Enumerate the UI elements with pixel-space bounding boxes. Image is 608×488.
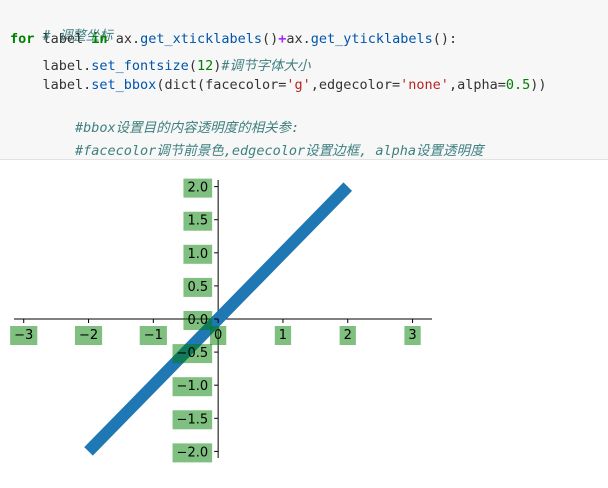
code-string: 'none' [400, 77, 449, 93]
y-tick-label-box [172, 410, 213, 430]
code-text: ( [188, 58, 197, 74]
y-tick-label: −1.0 [177, 379, 209, 394]
plot-output: −3 −2 −1 0 1 2 3 −2.0 −1.5 −1.0 −0.5 0.0 0.5 1.0 1.5 2.… [0, 160, 608, 483]
code-number: 12 [196, 58, 214, 74]
x-tick-label: −1 [144, 328, 163, 343]
code-text: ax. [286, 31, 311, 47]
y-tick-label-box [183, 277, 213, 297]
code-text: (): [432, 31, 458, 47]
code-text: () [262, 31, 279, 47]
code-text: label. [10, 58, 92, 74]
y-tick-label: 2.0 [187, 181, 208, 196]
x-tick-label: 2 [344, 328, 352, 343]
code-text: ,edgecolor= [310, 77, 401, 93]
x-tick-label-box [339, 326, 356, 345]
code-line-2: for label in ax.get_xticklabels()+ax.get… [10, 31, 457, 47]
x-tick-label: −3 [14, 328, 33, 343]
code-function: get_yticklabels [310, 31, 433, 47]
y-tick-label: 0.0 [187, 313, 208, 328]
code-comment: #调节字体大小 [221, 58, 311, 74]
code-text: )) [530, 77, 547, 93]
y-tick-label-box [183, 311, 213, 330]
x-tick-label: −2 [79, 328, 98, 343]
code-text: ,alpha= [448, 77, 506, 93]
code-string: 'g' [286, 77, 311, 93]
x-tick-label-box [139, 326, 167, 345]
y-tick-label: 0.5 [187, 280, 208, 295]
code-line-6: #facecolor调节前景色,edgecolor设置边框, alpha设置透明… [10, 123, 483, 175]
code-function: set_fontsize [91, 58, 189, 74]
x-tick-label-box [209, 326, 227, 345]
code-text: ax. [107, 31, 141, 47]
x-tick-label-box [10, 326, 38, 345]
line-chart: −3 −2 −1 0 1 2 3 −2.0 −1.5 −1.0 −0.5 0.0 0.5 1.0 1.5 2.… [10, 178, 432, 463]
y-tick-label-box [183, 244, 213, 264]
code-cell[interactable]: # 调整坐标 for label in ax.get_xticklabels()… [0, 0, 608, 160]
code-function: set_bbox [91, 77, 157, 93]
y-tick-label-box [172, 443, 213, 463]
code-number: 0.5 [505, 77, 531, 93]
code-operator: + [278, 31, 287, 47]
code-line-4: label.set_bbox(dict(facecolor='g',edgeco… [10, 77, 547, 93]
x-tick-label: 3 [408, 328, 416, 343]
x-tick-label: 1 [279, 328, 287, 343]
y-tick-label-box [183, 211, 213, 231]
y-tick-label: 1.5 [187, 214, 208, 229]
x-tick-label-box [404, 326, 421, 345]
code-text: ) [213, 58, 222, 74]
x-tick-label: 0 [214, 328, 222, 343]
y-tick-label-box [172, 377, 213, 397]
code-comment: # 调整坐标 [42, 28, 113, 44]
y-tick-label: −2.0 [177, 445, 209, 460]
code-line-1: # 调整坐标 [10, 8, 113, 60]
y-tick-label-box [172, 344, 213, 364]
code-comment: #bbox设置目的内容透明度的相关参: [42, 120, 300, 136]
code-function: get_xticklabels [140, 31, 262, 47]
x-tick-label-box [274, 326, 292, 345]
code-keyword-for: for [10, 31, 35, 47]
code-text: label [34, 31, 92, 47]
y-tick-label-box [183, 178, 213, 198]
code-keyword-in: in [91, 31, 108, 47]
y-tick-label: −1.5 [177, 412, 209, 427]
y-tick-label: 1.0 [187, 247, 208, 262]
code-line-3: label.set_fontsize(12)#调节字体大小 [10, 54, 311, 74]
code-line-5: #bbox设置目的内容透明度的相关参: [10, 100, 299, 152]
code-comment: #facecolor调节前景色,edgecolor设置边框, alpha设置透明… [42, 143, 484, 159]
code-text: label. [10, 77, 92, 93]
code-text: (dict(facecolor= [156, 77, 287, 93]
y-tick-label: −0.5 [177, 346, 209, 361]
x-tick-label-box [74, 326, 103, 345]
